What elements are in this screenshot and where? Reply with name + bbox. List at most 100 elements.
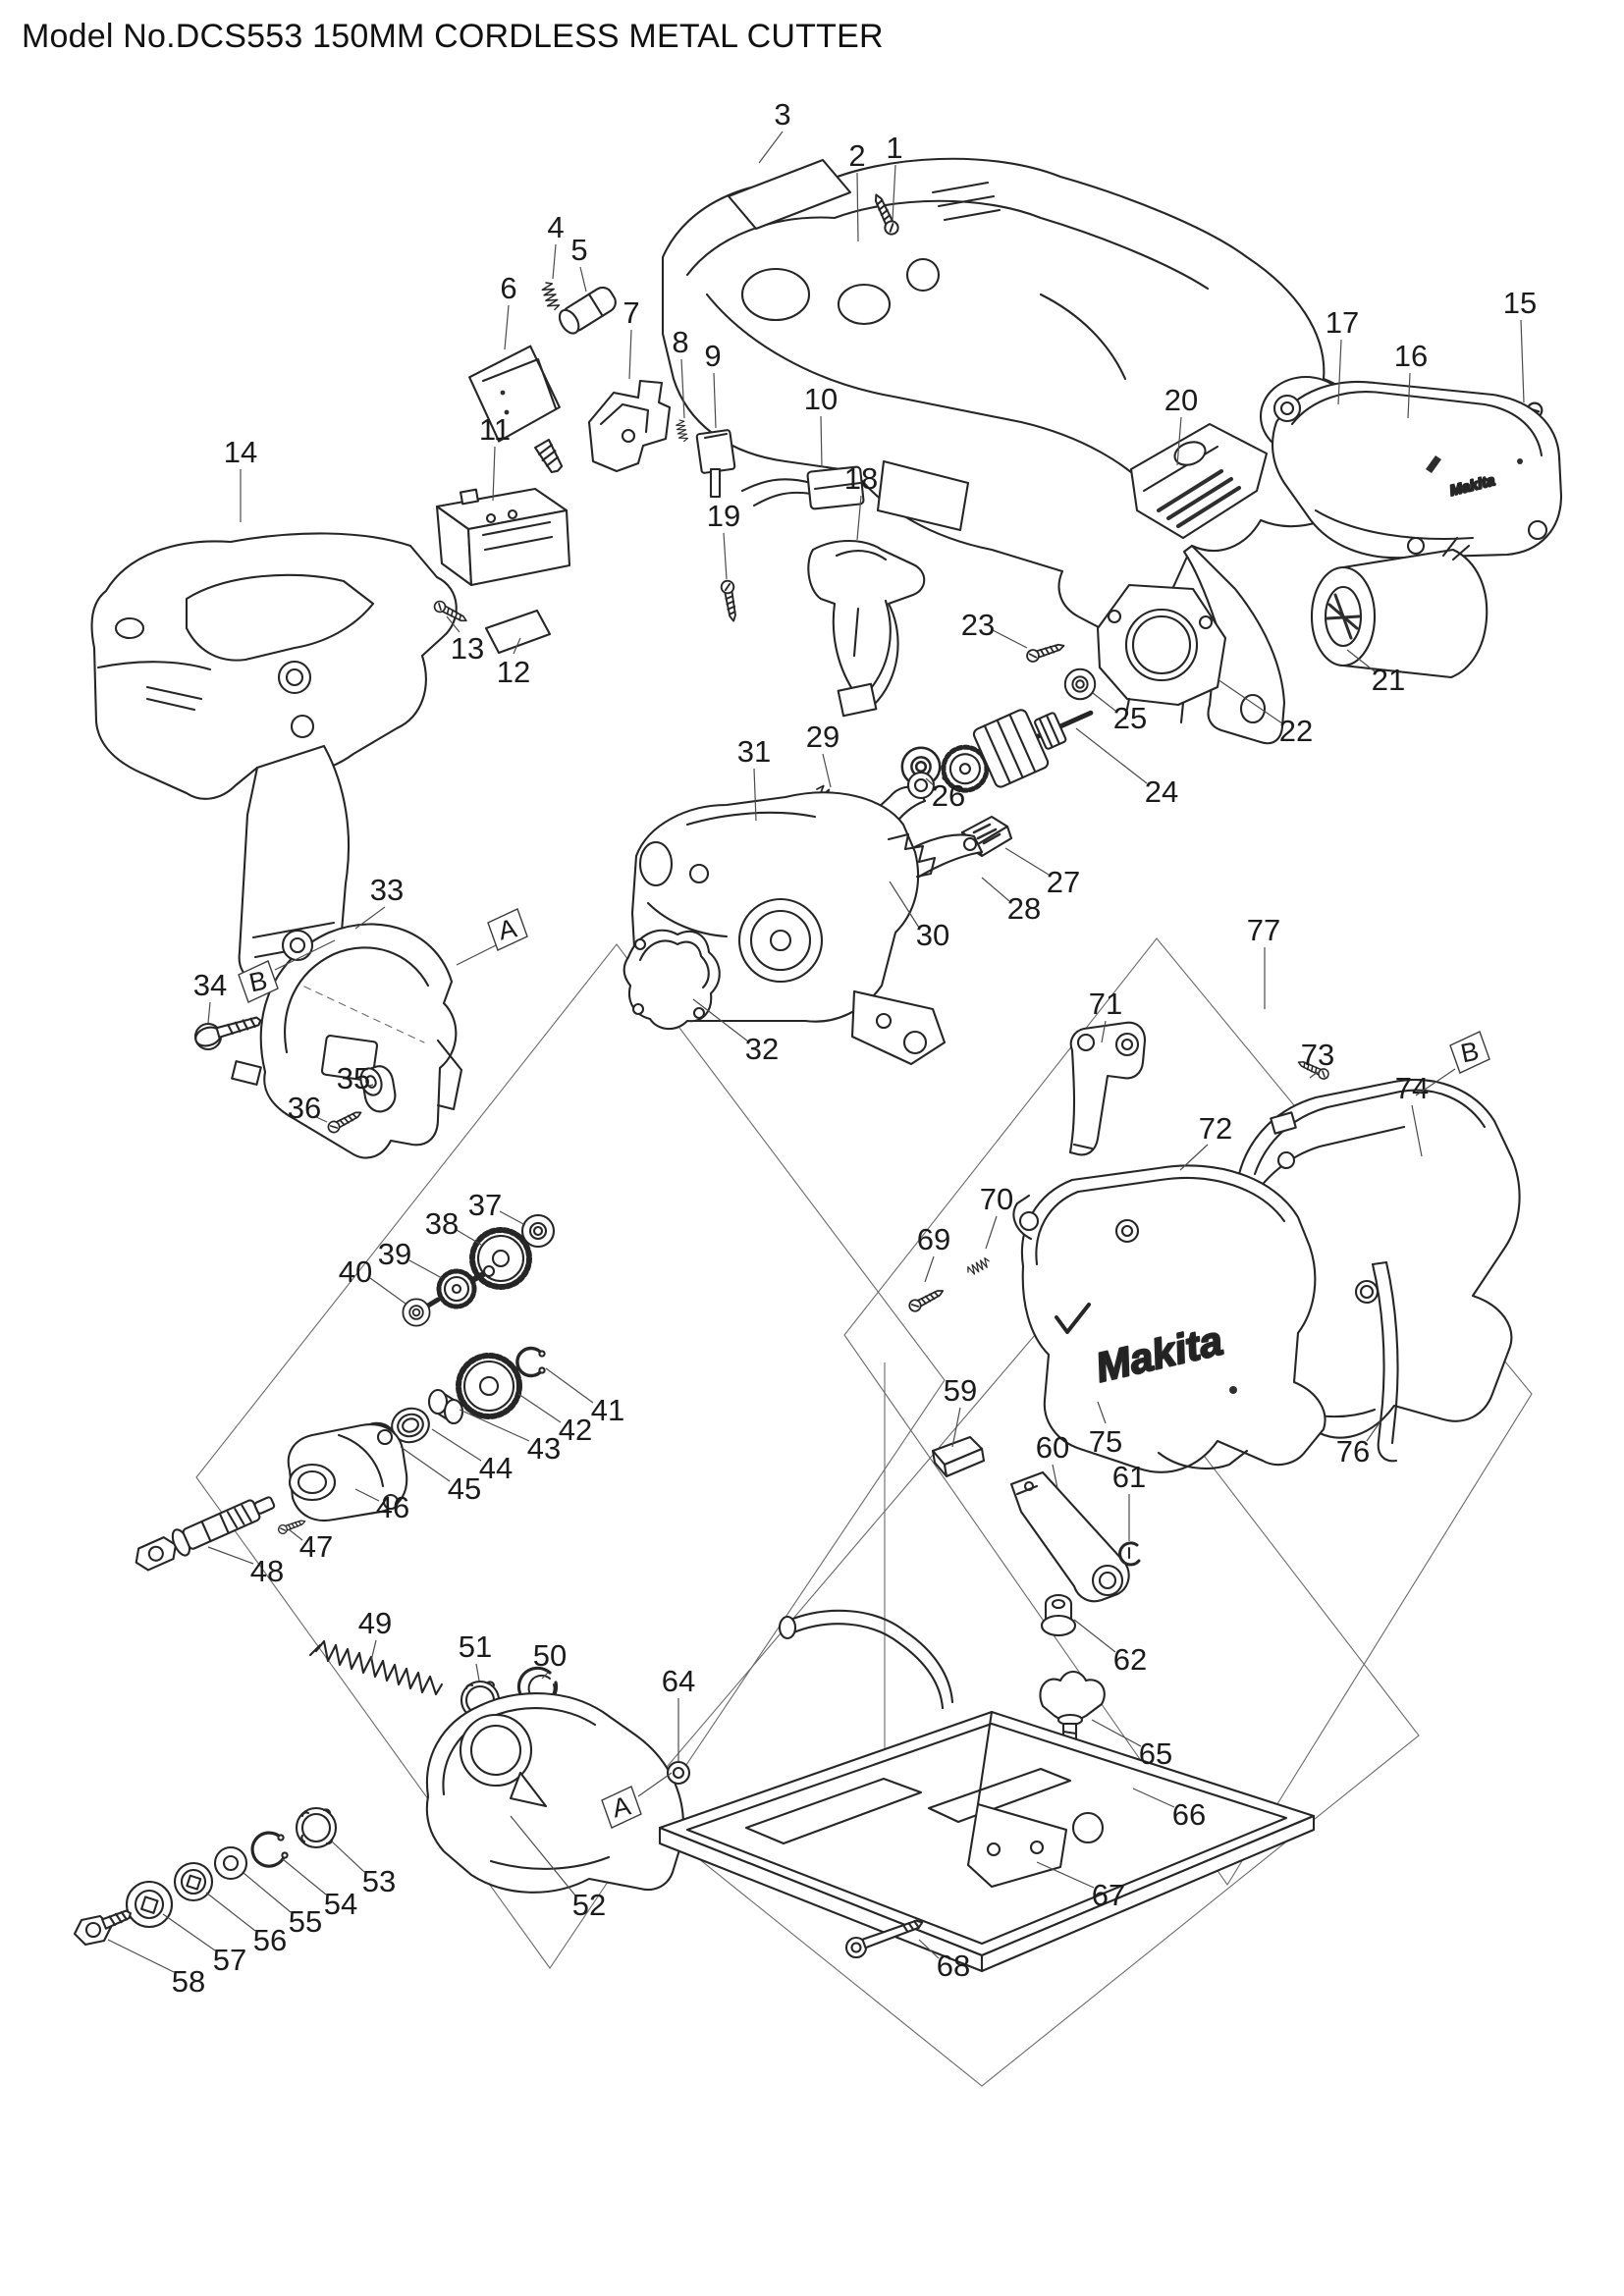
leader-line-35 [360,1084,374,1089]
leader-line-44 [431,1428,482,1462]
leader-line-30 [889,881,920,929]
part-75-dust-cover-front: Makita [1012,1164,1326,1473]
part-44-seal-ring [391,1407,430,1444]
part-70-spring [965,1255,993,1277]
part-number-28: 28 [1007,891,1041,926]
leader-line-17 [1337,339,1342,405]
part-number-37: 37 [468,1188,502,1222]
part-number-43: 43 [527,1431,561,1466]
part-9-switch [695,429,736,499]
part-number-61: 61 [1112,1460,1146,1494]
leader-line-65 [1091,1719,1142,1747]
part-number-7: 7 [623,295,639,330]
leader-line-28 [981,877,1010,902]
part-40-bearing [402,1298,431,1327]
leader-line-68 [918,1939,940,1959]
leader-line-16 [1407,372,1411,419]
part-22-bearing-retainer [1096,583,1227,724]
leader-line-55 [243,1872,292,1913]
leader-line-20 [1176,416,1182,466]
page-title: Model No.DCS553 150MM CORDLESS METAL CUT… [22,18,884,55]
part-19-screw [719,578,741,623]
leader-line-43 [459,1409,530,1442]
part-4-spring [539,280,562,312]
part-33-blade-case [231,923,463,1159]
part-56-inner-flange [173,1861,214,1902]
part-12-sheet [484,609,552,655]
ref-box-A0 [487,908,528,951]
part-43-sleeve [427,1388,464,1425]
leader-line-51 [475,1663,480,1682]
part-23-screw [1024,639,1067,665]
part-number-46: 46 [376,1490,409,1524]
leader-line-47 [288,1528,303,1541]
leader-line-66 [1132,1788,1175,1808]
leader-line-3 [758,131,784,164]
leader-line-1 [892,164,896,221]
part-number-45: 45 [448,1471,481,1506]
part-54-snap-ring [250,1831,289,1868]
ref-box-A2 [601,1786,642,1829]
part-58-hex-bolt [73,1909,132,1947]
part-number-3: 3 [774,97,790,132]
part-number-49: 49 [358,1606,392,1640]
part-3-label-sheet [727,158,852,231]
leader-line-56 [205,1892,256,1932]
leader-line-23 [992,629,1028,649]
leader-line-19 [723,532,728,580]
leader-line-59 [951,1407,961,1448]
part-number-77: 77 [1247,913,1280,947]
part-8-spring [675,418,689,444]
part-10-connector [740,465,865,510]
part-64-washer [666,1760,691,1786]
part-number-54: 54 [324,1887,357,1921]
leader-line-33 [354,906,386,930]
leader-line-25 [1092,692,1116,712]
part-number-32: 32 [745,1032,779,1066]
part-number-52: 52 [572,1888,606,1922]
leader-line-45 [400,1446,451,1482]
part-number-40: 40 [339,1255,372,1289]
leader-line-10 [820,415,823,468]
part-number-48: 48 [250,1554,284,1588]
part-number-51: 51 [459,1629,492,1664]
leader-line-60 [1052,1464,1058,1489]
part-number-15: 15 [1503,286,1537,320]
part-number-64: 64 [662,1664,695,1698]
part-67-base-plate [658,1609,1316,1973]
part-6-rubber-boot [468,345,564,474]
leader-line-21 [1346,649,1376,672]
leader-line-18 [856,495,862,541]
part-62-bushing [1040,1593,1077,1637]
leader-line-75 [1097,1401,1107,1424]
part-number-68: 68 [937,1949,970,1983]
leader-line-42 [517,1393,562,1423]
part-number-60: 60 [1036,1430,1069,1465]
part-number-56: 56 [253,1923,287,1957]
part-number-6: 6 [500,271,516,305]
part-number-58: 58 [172,1964,205,1999]
part-49-spring-long [308,1639,444,1696]
leader-line-74 [1411,1104,1423,1157]
part-number-42: 42 [559,1413,592,1447]
part-number-62: 62 [1113,1642,1147,1677]
part-number-25: 25 [1113,701,1147,735]
part-number-59: 59 [944,1373,977,1408]
leader-line-11 [492,446,496,502]
leader-line-13 [446,615,460,633]
leader-line-76 [1366,1420,1381,1442]
leader-line-49 [370,1639,377,1662]
part-60-lever-arm [1009,1470,1130,1603]
leader-line-7 [628,329,632,380]
part-number-17: 17 [1326,305,1359,340]
leader-line-24 [1075,727,1148,784]
ref-leader-A0 [456,944,497,966]
part-71-link [1068,1021,1147,1156]
part-number-71: 71 [1089,987,1122,1021]
leader-line-37 [499,1210,526,1226]
leader-line-39 [408,1259,443,1279]
part-number-18: 18 [844,461,878,496]
part-59-block [931,1435,986,1478]
